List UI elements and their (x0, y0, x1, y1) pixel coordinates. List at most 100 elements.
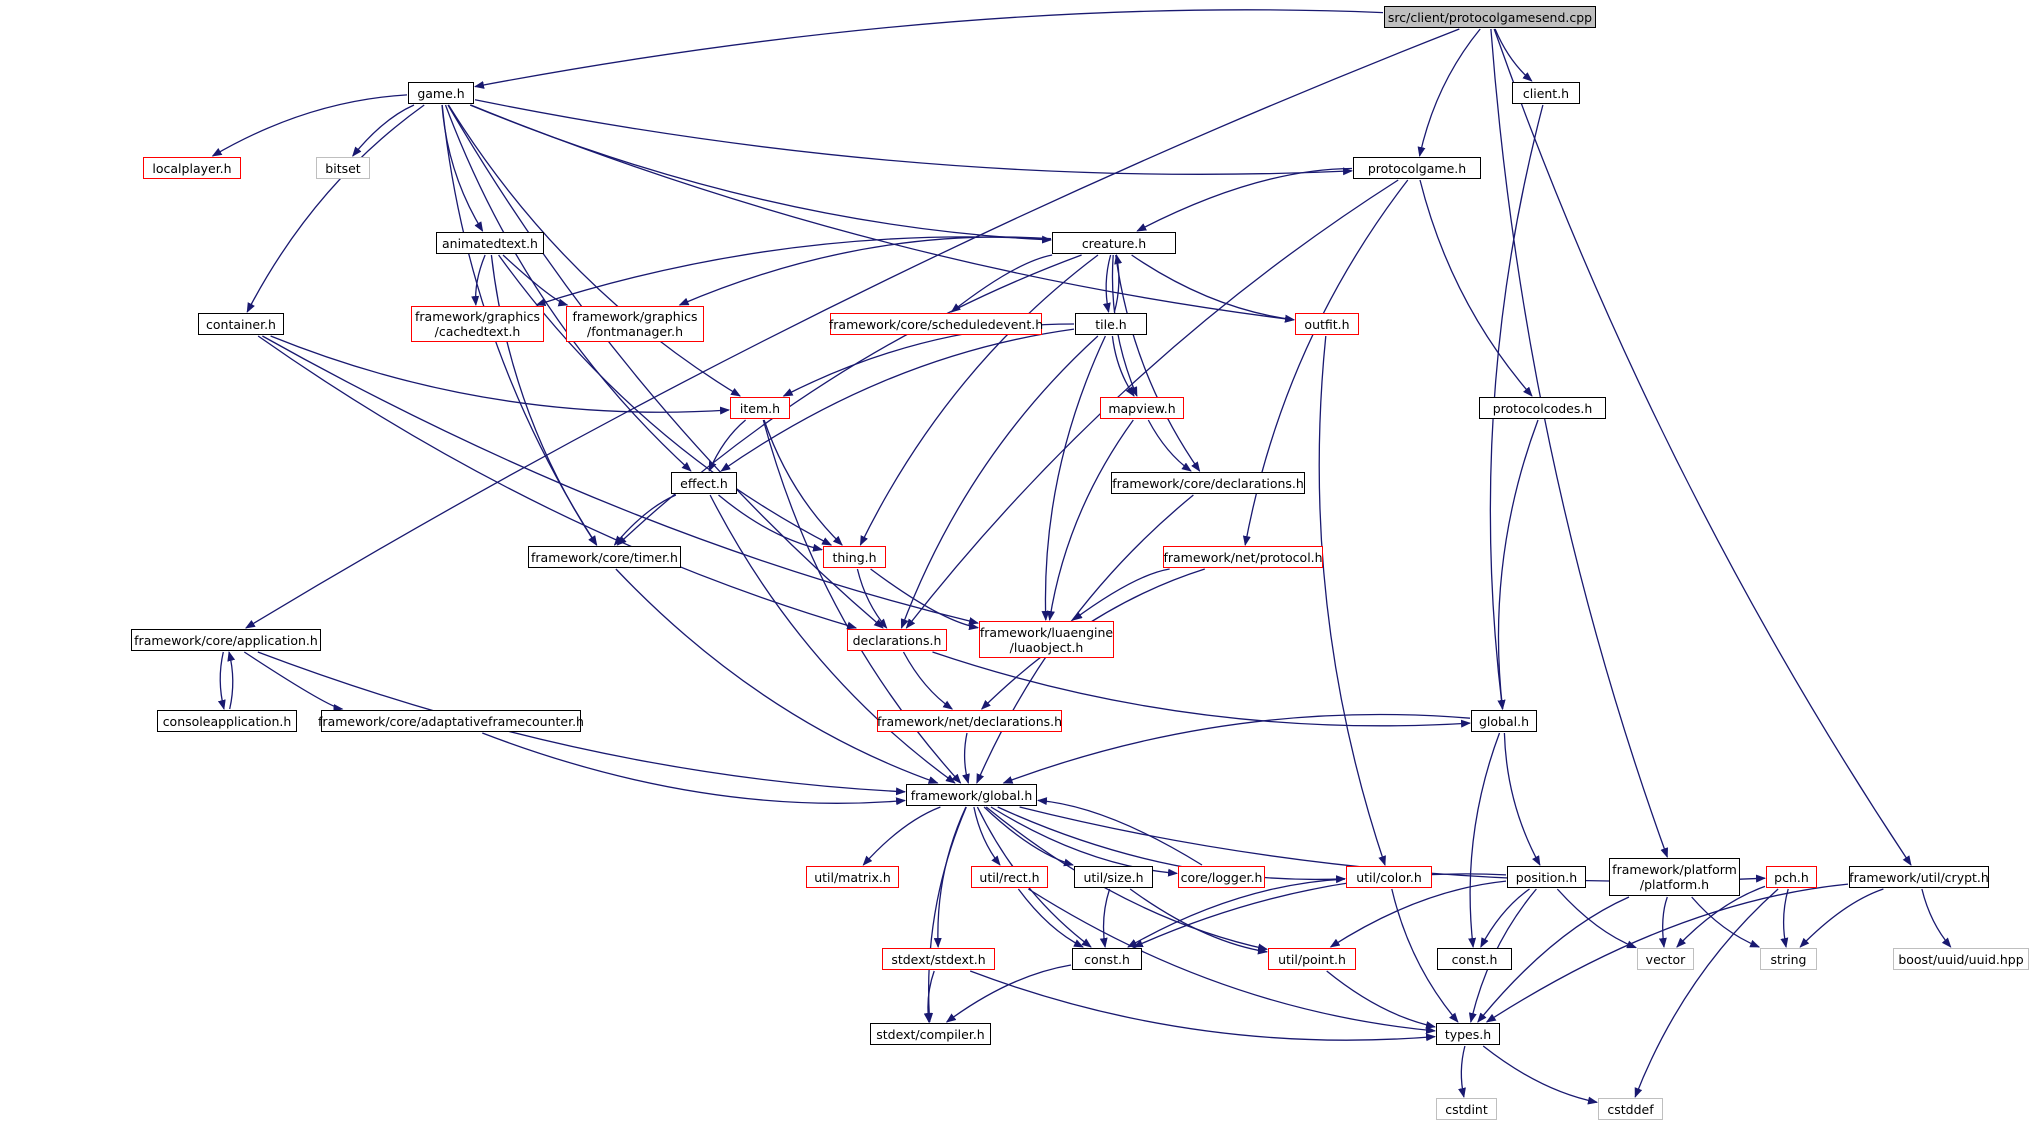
edge-timer-h-to-fw-global-h (615, 568, 939, 784)
node-protocolgame-h[interactable]: protocolgame.h (1353, 157, 1481, 179)
edge-size-h-to-const-h (1099, 888, 1111, 948)
node-core-declarations-h[interactable]: framework/core/declarations.h (1111, 472, 1305, 494)
node-size-h[interactable]: util/size.h (1074, 866, 1153, 888)
edge-position-h-to-point-h (1329, 880, 1507, 948)
node-root[interactable]: src/client/protocolgamesend.cpp (1384, 6, 1596, 28)
edge-tile-h-to-mapview-h (1111, 335, 1135, 397)
edge-logger-h-to-fw-global-h (1037, 797, 1203, 866)
edge-item-h-to-thing-h (763, 419, 843, 546)
node-const-h[interactable]: const.h (1072, 948, 1142, 970)
edge-animatedtext-h-to-cachedtext-h (471, 254, 486, 306)
edge-game-h-to-container-h (246, 104, 425, 313)
node-net-declarations-h[interactable]: framework/net/declarations.h (877, 710, 1062, 732)
node-pch-h[interactable]: pch.h (1766, 866, 1817, 888)
node-fontmanager-h[interactable]: framework/graphics /fontmanager.h (566, 306, 704, 342)
node-thing-h[interactable]: thing.h (823, 546, 886, 568)
edge-layer (211, 9, 1952, 1105)
edge-declarations-h-to-net-declarations-h (902, 651, 954, 710)
node-point-h[interactable]: util/point.h (1268, 948, 1356, 970)
edge-animatedtext-h-to-fontmanager-h (502, 254, 569, 307)
node-consoleapplication-h[interactable]: consoleapplication.h (157, 710, 297, 732)
edge-game-h-to-localplayer-h (211, 94, 408, 157)
node-types-h[interactable]: types.h (1436, 1023, 1500, 1045)
edge-global-h-to-fw-global-h (1002, 713, 1471, 784)
edge-stdext-h-to-types-h (969, 970, 1436, 1042)
node-localplayer-h[interactable]: localplayer.h (143, 157, 241, 179)
node-adaptativeframecounter-h[interactable]: framework/core/adaptativeframecounter.h (318, 710, 584, 732)
edge-application-h-to-adaptativeframecounter-h (243, 651, 344, 712)
edge-creature-h-to-thing-h (859, 254, 1099, 546)
node-creature-h[interactable]: creature.h (1052, 232, 1176, 254)
edge-effect-h-to-timer-h (613, 494, 677, 546)
edge-fw-global-h-to-point-h (985, 806, 1268, 952)
node-fw-global-h[interactable]: framework/global.h (906, 784, 1037, 806)
node-game-h[interactable]: game.h (408, 82, 474, 104)
edge-rect-h-to-types-h (1028, 888, 1436, 1035)
edge-creature-h-to-tile-h (1102, 254, 1112, 313)
node-client-h[interactable]: client.h (1512, 82, 1580, 104)
edge-game-h-to-item-h (447, 104, 741, 397)
edge-application-h-to-fw-global-h (257, 651, 906, 796)
node-compiler-h[interactable]: stdext/compiler.h (870, 1023, 991, 1045)
edge-game-h-to-bitset (352, 104, 415, 157)
edge-global-h-to-const-h2 (1468, 732, 1501, 948)
edge-root-to-application-h (245, 28, 1460, 629)
edge-declarations-h-to-global-h (932, 651, 1471, 728)
node-timer-h[interactable]: framework/core/timer.h (528, 546, 681, 568)
edge-adaptativeframecounter-h-to-fw-global-h (482, 732, 906, 806)
node-vector[interactable]: vector (1637, 948, 1694, 970)
node-rect-h[interactable]: util/rect.h (971, 866, 1048, 888)
node-application-h[interactable]: framework/core/application.h (131, 629, 321, 651)
node-const-h2[interactable]: const.h (1437, 948, 1512, 970)
edge-const-h-to-compiler-h (945, 964, 1072, 1023)
edge-point-h-to-types-h (1326, 970, 1436, 1029)
edge-tile-h-to-creature-h (1113, 254, 1123, 313)
edge-tile-h-to-effect-h (720, 328, 1075, 472)
node-crypt-h[interactable]: framework/util/crypt.h (1849, 866, 1989, 888)
node-effect-h[interactable]: effect.h (671, 472, 737, 494)
node-tile-h[interactable]: tile.h (1075, 313, 1147, 335)
node-matrix-h[interactable]: util/matrix.h (806, 866, 899, 888)
edge-platform-h-to-types-h (1477, 896, 1630, 1023)
edge-tile-h-to-declarations-h (900, 335, 1099, 629)
edge-pch-h-to-cstddef (1634, 888, 1779, 1098)
node-global-h[interactable]: global.h (1471, 710, 1537, 732)
edge-protocolgame-h-to-protocolcodes-h (1419, 179, 1533, 397)
node-logger-h[interactable]: core/logger.h (1178, 866, 1265, 888)
edge-root-to-crypt-h (1493, 28, 1912, 866)
edge-color-h-to-types-h (1391, 888, 1459, 1023)
edge-protocolgame-h-to-creature-h (1136, 167, 1353, 232)
edge-fw-global-h-to-logger-h (990, 806, 1178, 877)
node-net-protocol-h[interactable]: framework/net/protocol.h (1163, 546, 1323, 568)
node-uuid-hpp[interactable]: boost/uuid/uuid.hpp (1893, 948, 2029, 970)
edge-outfit-h-to-color-h (1318, 335, 1386, 866)
edge-global-h-to-position-h (1503, 732, 1541, 866)
edge-root-to-game-h (474, 9, 1384, 89)
node-scheduledevent-h[interactable]: framework/core/scheduledevent.h (829, 313, 1043, 335)
node-string[interactable]: string (1760, 948, 1817, 970)
node-container-h[interactable]: container.h (198, 313, 284, 335)
edge-creature-h-to-fontmanager-h (678, 236, 1052, 306)
node-animatedtext-h[interactable]: animatedtext.h (436, 232, 544, 254)
node-luaobject-h[interactable]: framework/luaengine /luaobject.h (979, 621, 1114, 658)
node-stdext-h[interactable]: stdext/stdext.h (882, 948, 995, 970)
node-outfit-h[interactable]: outfit.h (1295, 313, 1359, 335)
node-cachedtext-h[interactable]: framework/graphics /cachedtext.h (411, 306, 544, 342)
edge-container-h-to-luaobject-h (262, 335, 979, 625)
node-platform-h[interactable]: framework/platform /platform.h (1609, 858, 1740, 896)
node-color-h[interactable]: util/color.h (1346, 866, 1432, 888)
edge-effect-h-to-fw-global-h (709, 494, 956, 784)
node-position-h[interactable]: position.h (1507, 866, 1586, 888)
node-cstddef[interactable]: cstddef (1598, 1098, 1663, 1120)
edge-fw-global-h-to-size-h (983, 806, 1074, 867)
node-protocolcodes-h[interactable]: protocolcodes.h (1479, 397, 1606, 419)
node-cstdint[interactable]: cstdint (1436, 1098, 1497, 1120)
node-declarations-h[interactable]: declarations.h (847, 629, 947, 651)
edge-color-h-to-const-h (1127, 878, 1346, 948)
node-bitset[interactable]: bitset (316, 157, 370, 179)
node-item-h[interactable]: item.h (730, 397, 790, 419)
node-mapview-h[interactable]: mapview.h (1100, 397, 1184, 419)
edge-types-h-to-cstdint (1458, 1045, 1466, 1098)
